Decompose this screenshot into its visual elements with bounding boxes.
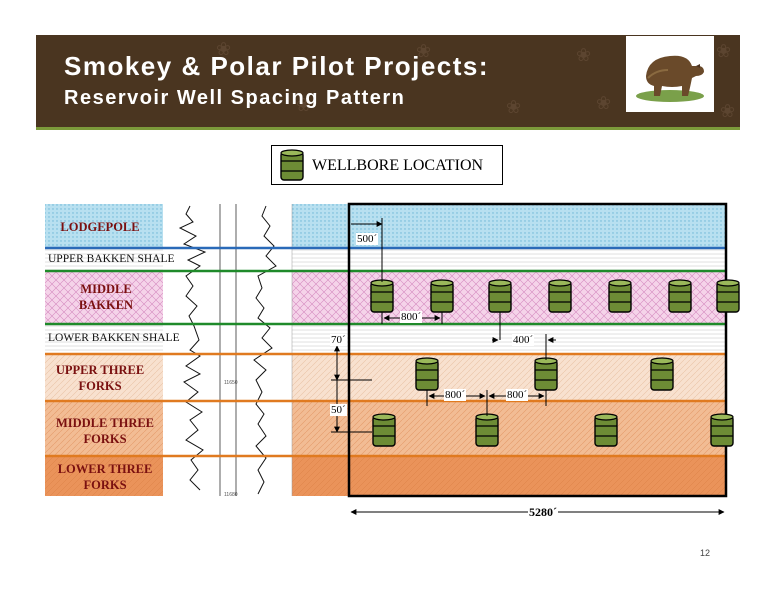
wellbore-icon bbox=[475, 413, 499, 447]
title-banner: ❀ ❀ ❀ ❀ ❀ ❀ ❀ ❀ Smokey & Polar Pilot Pro… bbox=[36, 35, 740, 127]
formation-boundaries bbox=[45, 246, 726, 458]
well-log-tracks: 11650 11680 bbox=[163, 204, 293, 498]
wellbore-icon bbox=[710, 413, 734, 447]
wellbore-icon bbox=[668, 279, 692, 313]
slide-subtitle: Reservoir Well Spacing Pattern bbox=[64, 87, 406, 109]
paw-print-icon: ❀ bbox=[596, 93, 612, 114]
wellbore-icon bbox=[415, 357, 439, 391]
layer-label-middle-three-forks: MIDDLE THREE FORKS bbox=[55, 416, 155, 446]
paw-print-icon: ❀ bbox=[216, 39, 232, 60]
layer-label-lower-three-forks: LOWER THREE FORKS bbox=[57, 462, 153, 492]
legend-label: WELLBORE LOCATION bbox=[312, 157, 484, 174]
wellbore-legend: WELLBORE LOCATION bbox=[271, 145, 503, 185]
dimension-label-offset: 500´ bbox=[356, 233, 379, 245]
oil-barrel-icon bbox=[280, 149, 304, 181]
wellbore-icon bbox=[548, 279, 572, 313]
layer-label-upper-bakken-shale: UPPER BAKKEN SHALE bbox=[48, 253, 175, 265]
wellbore-icon bbox=[534, 357, 558, 391]
wellbore-icon bbox=[608, 279, 632, 313]
paw-print-icon: ❀ bbox=[576, 45, 592, 66]
paw-print-icon: ❀ bbox=[506, 97, 522, 118]
dimension-label-tf-offset: 400´ bbox=[512, 334, 535, 346]
wellbore-icon bbox=[372, 413, 396, 447]
log-depth-label: 11650 bbox=[224, 380, 238, 386]
paw-print-icon: ❀ bbox=[296, 95, 312, 116]
dimension-label-vertical-50: 50´ bbox=[330, 404, 347, 416]
wellbore-icon bbox=[716, 279, 740, 313]
lower-three-forks-layer bbox=[45, 456, 726, 496]
paw-print-icon: ❀ bbox=[716, 41, 732, 62]
dimension-label-vertical-70: 70´ bbox=[330, 334, 347, 346]
bear-logo bbox=[626, 36, 714, 112]
layer-label-middle-bakken: MIDDLE BAKKEN bbox=[78, 282, 134, 312]
paw-print-icon: ❀ bbox=[720, 101, 736, 122]
middle-three-forks-layer bbox=[45, 401, 726, 456]
log-depth-label: 11680 bbox=[224, 492, 238, 498]
wellbore-icon bbox=[370, 279, 394, 313]
dimension-label-mb-spacing: 800´ bbox=[400, 311, 423, 323]
upper-bakken-shale-layer bbox=[45, 248, 726, 271]
wellbore-icon bbox=[430, 279, 454, 313]
dimension-label-tf-spacing-1: 800´ bbox=[444, 389, 467, 401]
dimension-label-section-width: 5280´ bbox=[528, 505, 558, 520]
wellbore-icon bbox=[488, 279, 512, 313]
dimension-label-tf-spacing-2: 800´ bbox=[506, 389, 529, 401]
banner-underline bbox=[36, 127, 740, 130]
page-number: 12 bbox=[700, 548, 711, 558]
slide-title: Smokey & Polar Pilot Projects: bbox=[64, 51, 490, 81]
paw-print-icon: ❀ bbox=[416, 41, 432, 62]
lower-bakken-shale-layer bbox=[45, 324, 726, 354]
layer-label-upper-three-forks: UPPER THREE FORKS bbox=[55, 363, 145, 393]
section-boundary bbox=[347, 202, 728, 498]
layer-label-lower-bakken-shale: LOWER BAKKEN SHALE bbox=[48, 332, 180, 344]
bear-icon bbox=[636, 55, 704, 102]
wellbore-icon bbox=[594, 413, 618, 447]
layer-label-lodgepole: LODGEPOLE bbox=[60, 220, 140, 234]
wellbore-icon bbox=[650, 357, 674, 391]
